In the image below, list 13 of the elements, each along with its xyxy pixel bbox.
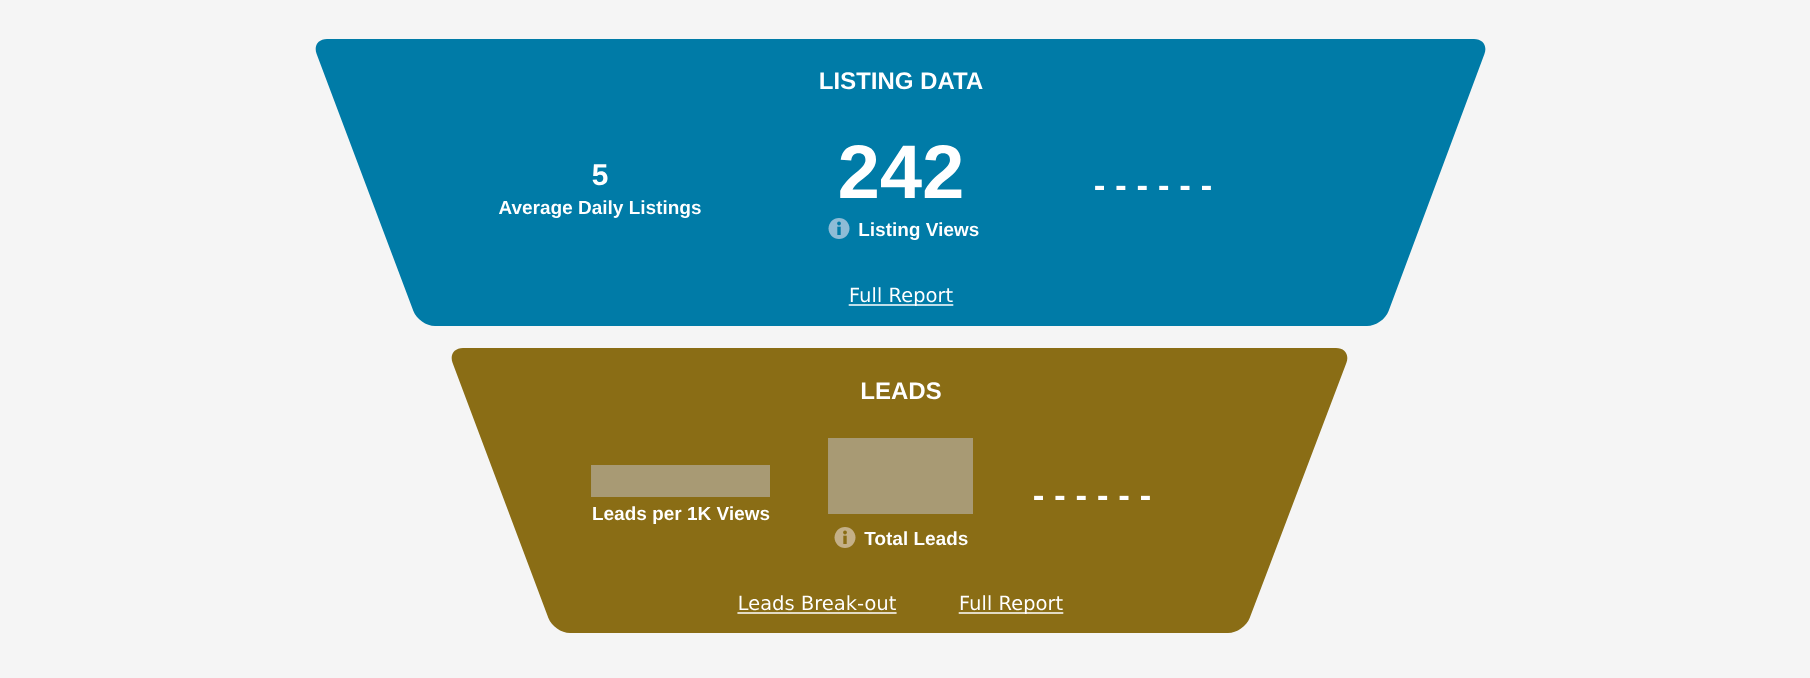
text-link: Full Report <box>958 595 1064 615</box>
placeholder-dashes: - - - - - - <box>1034 495 1150 500</box>
panel-heading: LISTING DATA <box>820 72 983 90</box>
panel-heading: LEADS <box>861 382 941 400</box>
metric-label: Average Daily Listings <box>498 200 701 219</box>
placeholder-dashes: - - - - - - <box>1095 185 1211 190</box>
metric-label: Listing Views <box>859 222 979 241</box>
metric-value: 242 <box>840 144 962 198</box>
text-link: Full Report <box>848 287 954 307</box>
metric-value: 5 <box>592 164 608 186</box>
metric-label: Leads per 1K Views <box>593 506 770 524</box>
metric-label: Total Leads <box>864 531 968 546</box>
text-link: Leads Break-out <box>736 595 898 614</box>
